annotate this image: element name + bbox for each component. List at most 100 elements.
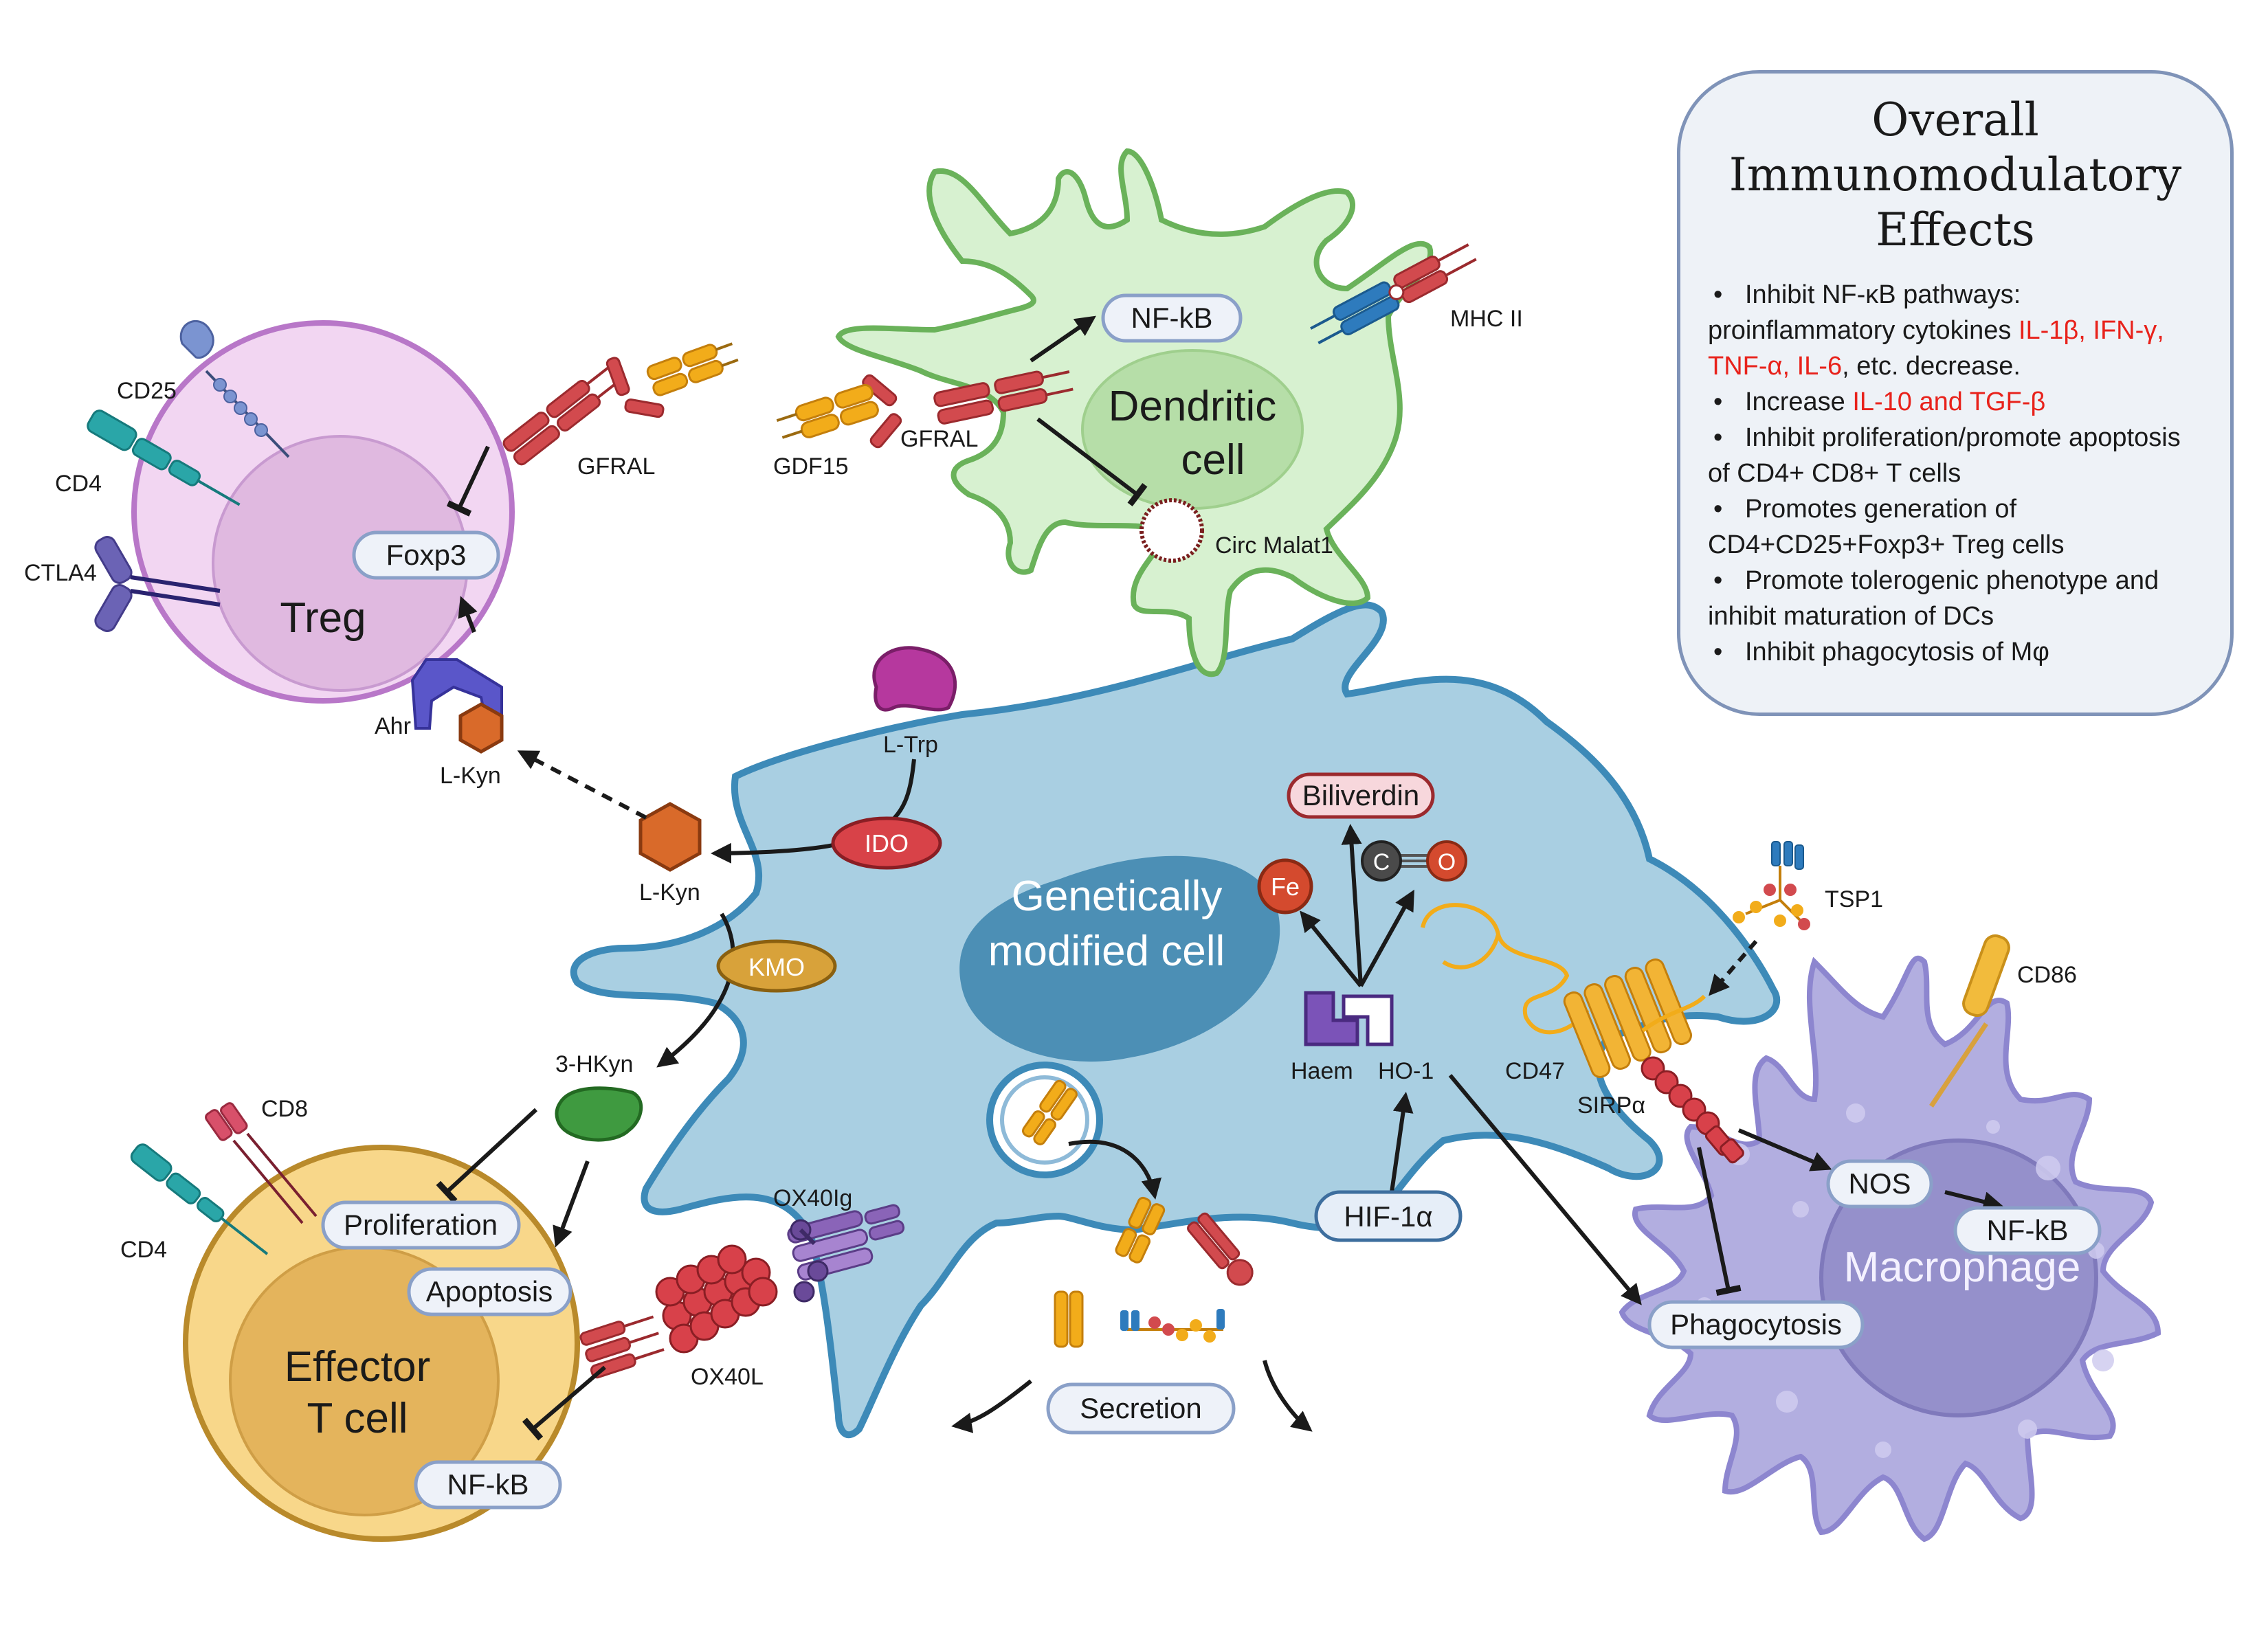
haem-icon [1304,991,1359,1046]
gm-title-line1: Genetically [1012,873,1223,920]
circ-malat1-icon [1139,498,1204,563]
nos-pill [1826,1159,1933,1209]
gm-lkyn-label: L-Kyn [639,879,700,906]
carbon-label: C [1373,849,1390,875]
mhc2-receptor [1310,243,1477,345]
dc-nfkb-pill [1101,293,1243,343]
dc-gfral-label: GFRAL [900,426,978,452]
treg-gfral-arm [605,357,630,396]
effector-cd4-label: CD4 [120,1237,167,1263]
foxp3-pill [352,530,500,580]
oxygen-icon [1426,840,1467,882]
cd25-receptor [179,320,290,458]
secretion-pill [1046,1382,1236,1435]
summary-title-line3: Effects [1876,203,2035,256]
treg-gfral-label: GFRAL [577,453,655,480]
secreted-proteins [1054,1196,1254,1348]
cd47-receptor [1563,958,1692,1079]
tsp1-label: TSP1 [1825,886,1883,912]
ltrp-label: L-Trp [883,732,938,758]
ox40ig-protein [787,1204,905,1303]
dc-nfkb-label: NF-kB [1131,302,1213,334]
effector-title-line2: T cell [307,1395,408,1442]
dc-gfral-receptor [862,370,1074,449]
sirpa-receptor [1641,1056,1744,1164]
macrophage-nfkb-label: NF-kB [1987,1214,2069,1246]
ctla4-label: CTLA4 [24,560,97,586]
hkyn-label: 3-HKyn [555,1051,633,1077]
secretory-vesicle [986,1062,1103,1178]
treg-gfral-arm [624,399,665,418]
biliverdin-label: Biliverdin [1302,779,1419,811]
treg-cell: Treg CD25 CD4 CTLA4 [24,320,739,789]
summary-item: •Inhibit NF-κB pathways: proinflammatory… [1708,280,2164,381]
treg-cd4-label: CD4 [55,471,102,497]
ox40ig-label: OX40Ig [773,1185,852,1211]
fe-label: Fe [1271,873,1300,901]
summary-item: •Inhibit proliferation/promote apoptosis… [1708,423,2181,488]
treg-cd4-receptor [87,410,241,506]
ox40l-cluster [655,1244,778,1354]
treg-gfral-receptor [502,361,626,466]
dendritic-title-line1: Dendritic [1109,383,1277,430]
gdf15-label: GDF15 [773,453,849,480]
summary-item: •Promote tolerogenic phenotype and inhib… [1708,566,2159,631]
cd86-label: CD86 [2017,962,2077,988]
circ-malat1-label: Circ Malat1 [1215,532,1333,559]
phagocytosis-pill [1647,1300,1865,1349]
nos-label: NOS [1848,1167,1911,1200]
cd25-label: CD25 [117,378,177,404]
hif-pill [1314,1190,1463,1242]
summary-title-line1: Overall [1871,93,2039,146]
treg-title: Treg [280,594,366,642]
treg-lkyn-label: L-Kyn [440,763,501,789]
hif-label: HIF-1α [1344,1200,1432,1233]
ltrp-icon [872,646,957,712]
summary-panel: Overall Immunomodulatory Effects •Inhibi… [1677,70,2234,716]
summary-title-line2: Immunomodulatory [1728,148,2182,201]
ox40l-receptor [579,1315,665,1379]
phagocytosis-label: Phagocytosis [1670,1308,1842,1340]
dendritic-cell: Dendritic cell Circ Malat1 MHC II [773,148,1523,677]
effector-nfkb-pill [414,1460,562,1510]
apoptosis-pill [407,1267,572,1316]
sirpa-label: SIRPα [1577,1092,1645,1119]
carbon-icon [1361,840,1402,882]
proliferation-label: Proliferation [344,1209,498,1241]
ho1-label: HO-1 [1378,1058,1434,1084]
foxp3-label: Foxp3 [386,539,467,571]
ctla4-receptor [94,536,221,632]
cd47-strand [1421,903,1590,1035]
oxygen-label: O [1438,849,1456,875]
haem-label: Haem [1291,1058,1353,1084]
treg-lkyn-icon [458,702,504,754]
gm-title-line2: modified cell [988,928,1225,975]
ahr-label: Ahr [375,713,411,739]
effector-title-line1: Effector [285,1343,431,1391]
ho1-icon [1342,994,1394,1046]
kmo-label: KMO [748,953,805,981]
secretion-label: Secretion [1080,1392,1201,1424]
summary-item: •Inhibit phagocytosis of Mφ [1713,638,2049,666]
cd8-label: CD8 [261,1096,308,1122]
biliverdin-pill [1287,772,1435,819]
effector-nfkb-label: NF-kB [447,1468,529,1501]
cd86-receptor [1929,934,2010,1108]
macrophage-nfkb-pill [1953,1206,2102,1255]
apoptosis-label: Apoptosis [426,1275,553,1308]
treg-gdf15-ligand [646,342,739,396]
tsp1-protein [1733,841,1810,930]
summary-item: •Promotes generation of CD4+CD25+Foxp3+ … [1708,495,2065,559]
summary-list: •Inhibit NF-κB pathways: proinflammatory… [1708,277,2203,670]
gdf15-ligand [776,383,879,439]
pathway-arrows [436,315,2004,1441]
summary-title: Overall Immunomodulatory Effects [1708,93,2203,258]
macrophage-cell: Macrophage CD86 [1619,934,2161,1543]
ido-enzyme [831,816,942,870]
effector-cd4-receptor [130,1143,269,1255]
proliferation-pill [321,1200,521,1250]
hkyn-icon [555,1086,643,1142]
pill-labels: NF-kB Foxp3 IDO KMO Biliverdin HIF-1α Pr… [321,293,2102,1510]
cd8-receptor [205,1102,318,1224]
